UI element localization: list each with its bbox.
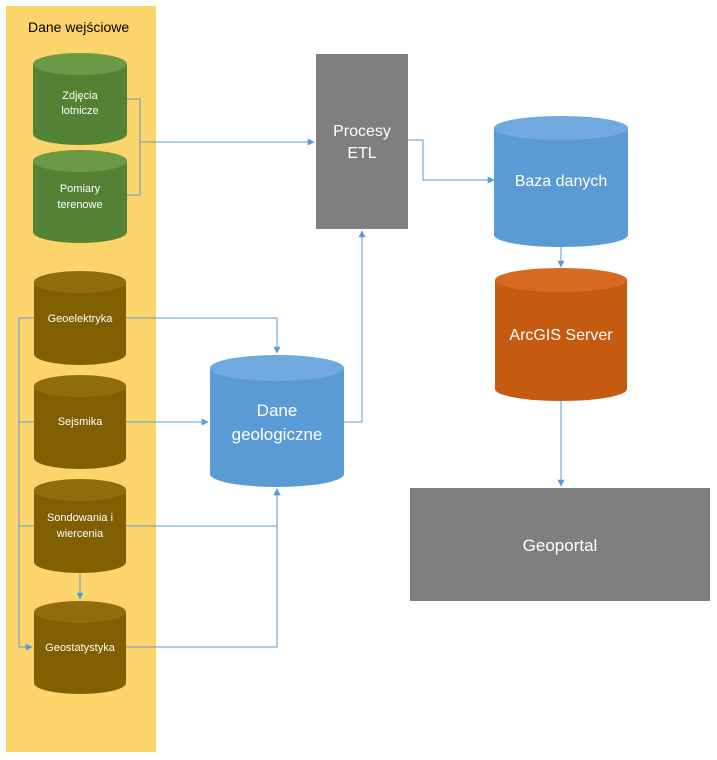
cylinder-baza-danych: Baza danych: [494, 116, 628, 247]
sondowania-label-line2: wiercenia: [56, 528, 104, 540]
cylinder-zdjecia-lotnicze: Zdjęcia lotnicze: [33, 53, 127, 145]
cylinder-sejsmika: Sejsmika: [34, 375, 126, 469]
baza-danych-label: Baza danych: [515, 173, 608, 190]
procesy-etl-line2: ETL: [347, 145, 376, 162]
connector-etl-to-baza: [408, 139, 495, 184]
connector-geoelektryka-to-geostatystyka: [18, 317, 34, 651]
connectors: [18, 98, 565, 651]
pomiary-label-line1: Pomiary: [60, 183, 101, 195]
dane-geologiczne-line1: Dane: [257, 401, 298, 420]
geostatystyka-label: Geostatystyka: [45, 642, 116, 654]
connector-geostatystyka-to-geologiczne: [126, 488, 281, 648]
zdjecia-label-line2: lotnicze: [61, 105, 98, 117]
geoportal-label: Geoportal: [523, 536, 598, 555]
zdjecia-label-line1: Zdjęcia: [62, 90, 98, 102]
input-panel-title: Dane wejściowe: [28, 19, 129, 35]
sejsmika-label: Sejsmika: [58, 416, 104, 428]
box-geoportal: Geoportal: [410, 488, 710, 601]
dane-geologiczne-line2: geologiczne: [232, 425, 323, 444]
geoelektryka-label: Geoelektryka: [48, 313, 114, 325]
connector-bracket-green: [127, 98, 141, 196]
arcgis-server-label: ArcGIS Server: [509, 327, 613, 344]
cylinder-geostatystyka: Geostatystyka: [34, 601, 126, 694]
connector-geoelektryka-to-geologiczne: [126, 317, 281, 354]
procesy-etl-line1: Procesy: [333, 123, 391, 140]
cylinder-arcgis-server: ArcGIS Server: [495, 268, 627, 401]
box-procesy-etl: Procesy ETL: [316, 54, 408, 229]
cylinder-geoelektryka: Geoelektryka: [34, 271, 126, 365]
connector-geologiczne-to-etl: [344, 230, 366, 423]
sondowania-label-line1: Sondowania i: [47, 512, 113, 524]
cylinder-dane-geologiczne: Dane geologiczne: [210, 355, 344, 487]
pomiary-label-line2: terenowe: [57, 199, 102, 211]
cylinder-sondowania-wiercenia: Sondowania i wiercenia: [34, 479, 126, 573]
cylinder-pomiary-terenowe: Pomiary terenowe: [33, 150, 127, 243]
